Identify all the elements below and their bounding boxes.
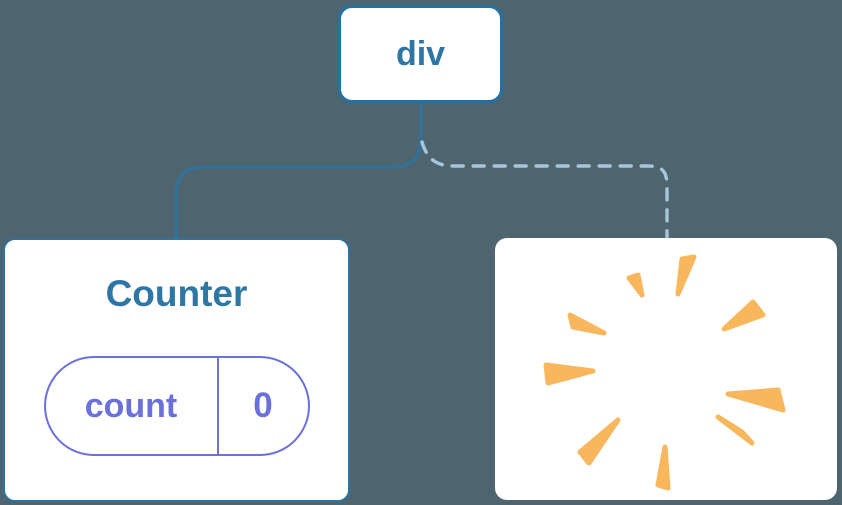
state-pill: count 0 xyxy=(43,356,310,456)
burst-ray xyxy=(675,254,697,297)
burst-ray xyxy=(721,299,766,332)
counter-component-card: Counter count 0 xyxy=(3,238,350,502)
burst-ray xyxy=(626,272,645,298)
counter-component-title: Counter xyxy=(105,273,248,314)
state-pill-value: 0 xyxy=(253,386,273,425)
burst-ray xyxy=(725,387,786,413)
burst-ray xyxy=(655,444,671,491)
dom-node-div: div xyxy=(338,5,503,103)
burst-ray xyxy=(567,312,607,336)
poof-burst-icon xyxy=(543,254,786,491)
state-pill-key: count xyxy=(46,358,219,454)
removed-component-card xyxy=(495,238,837,500)
connector-dashed-line xyxy=(420,140,669,239)
burst-ray xyxy=(715,414,755,446)
burst-ray xyxy=(543,362,596,386)
connector-solid-line xyxy=(174,103,423,238)
dom-node-div-label: div xyxy=(395,34,446,73)
burst-ray xyxy=(577,417,621,466)
